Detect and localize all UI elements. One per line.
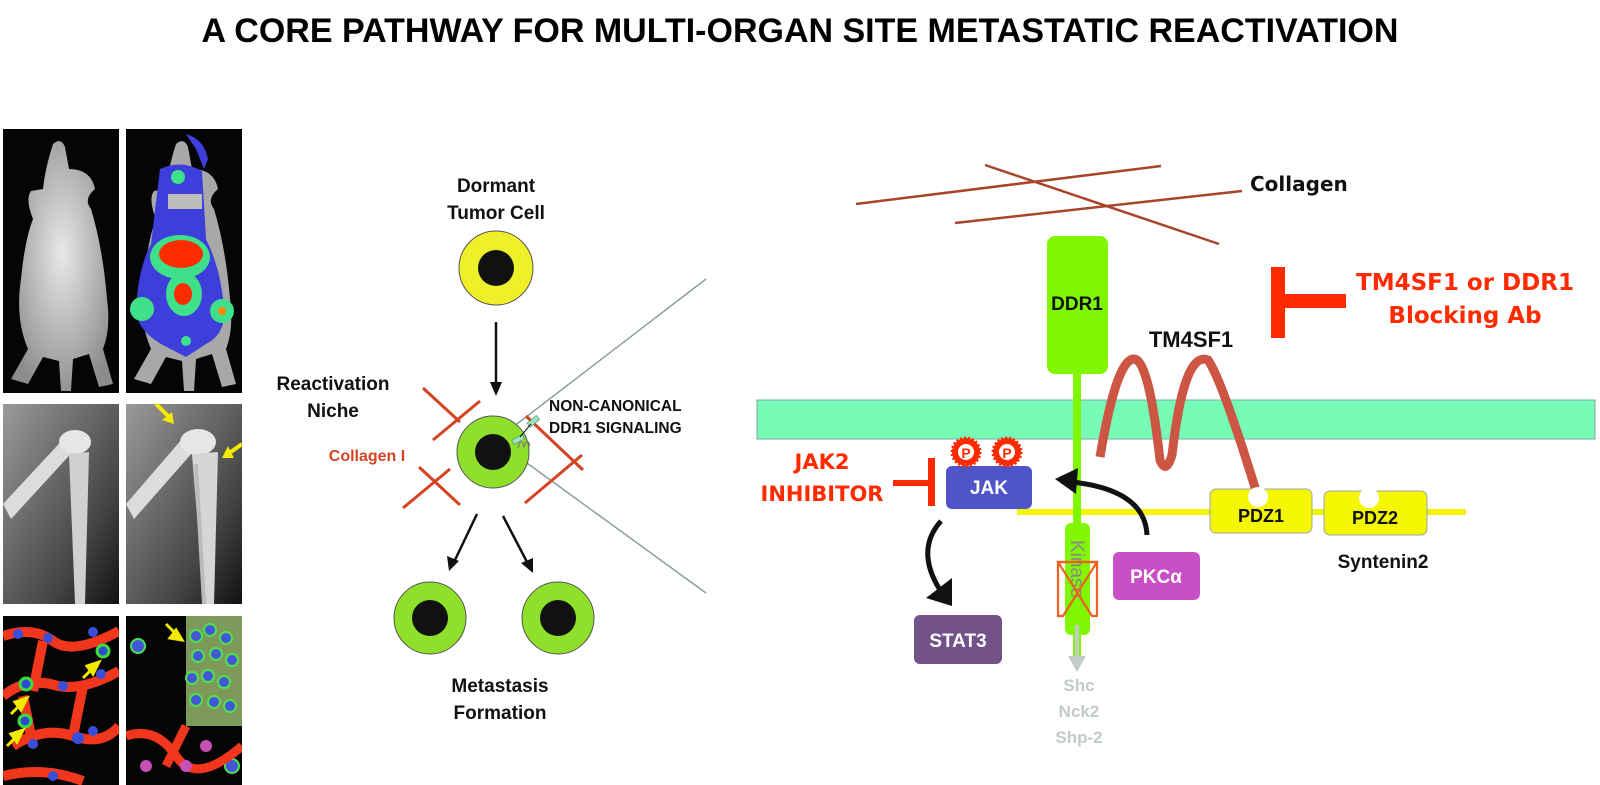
tm4sf1-protein	[1095, 354, 1262, 496]
collagen-fiber-icon	[421, 386, 481, 442]
zoom-connector-line	[519, 457, 707, 594]
lung-metastasis-tissue	[126, 616, 242, 774]
metastasis-cell	[521, 581, 595, 655]
arrow-right-down-icon	[501, 515, 533, 573]
pdz1-label: PDZ1	[1238, 506, 1284, 526]
metastasis-label-line1: Metastasis	[451, 676, 548, 697]
bioluminescence-signal	[130, 134, 236, 391]
ddr1-label: DDR1	[1051, 294, 1103, 315]
collagen-fiber-icon	[402, 465, 462, 510]
metastasis-label-line2: Formation	[454, 703, 547, 724]
jak-protein	[946, 466, 1032, 509]
syntenin2-label: Syntenin2	[1338, 552, 1429, 573]
signaling-label-line2: DDR1 SIGNALING	[549, 420, 682, 437]
jak-label: JAK	[970, 478, 1008, 499]
collagen-label: Collagen	[1250, 172, 1348, 196]
collagen-fiber-icon	[524, 414, 585, 505]
lesion-arrow-icon	[154, 404, 174, 424]
lung-tissue	[3, 626, 119, 785]
blocking-label-line2: Blocking Ab	[1388, 303, 1541, 329]
svg-text:P: P	[1002, 445, 1011, 461]
pdz1-binding-pocket	[1248, 487, 1268, 507]
metastasis-cell	[393, 581, 467, 655]
mouse-bioluminescence-image	[126, 129, 242, 393]
pdz2-label: PDZ2	[1352, 508, 1398, 528]
stat3-label: STAT3	[929, 631, 986, 652]
blocking-label-line1: TM4SF1 or DDR1	[1356, 270, 1574, 296]
ddr1-extracellular-domain	[1047, 236, 1108, 374]
svg-text:P: P	[961, 445, 970, 461]
bone-xray	[3, 404, 119, 604]
zoom-connector-line	[512, 278, 707, 428]
niche-label-line2: Niche	[307, 401, 359, 422]
stat3-protein	[914, 615, 1002, 664]
pkc-alpha-protein	[1113, 552, 1200, 600]
phospho-badge-icon: P	[991, 436, 1023, 468]
blocking-inhibitor-icon	[1271, 267, 1346, 338]
lesion-arrow-icon	[222, 442, 242, 458]
downstream-arrow-icon	[1068, 625, 1086, 672]
pkc-alpha-label: PKCα	[1130, 567, 1182, 588]
dormant-label-line2: Tumor Cell	[447, 203, 545, 224]
niche-label-line1: Reactivation	[277, 374, 390, 395]
figure-title: A CORE PATHWAY FOR MULTI-ORGAN SITE META…	[201, 12, 1399, 50]
bone-xray-lesions	[126, 404, 242, 604]
mouse-brightfield-image	[3, 129, 119, 393]
lung-if-single-cells-image	[3, 616, 119, 785]
downstream-shc: Shc	[1063, 676, 1094, 695]
tm4sf1-label: TM4SF1	[1149, 327, 1233, 352]
arrow-down-icon	[490, 322, 502, 396]
jak2-inhibitor-icon	[893, 458, 935, 506]
mouse-silhouette-icon	[11, 141, 113, 391]
pkc-to-jak-arrow-icon	[1055, 468, 1150, 536]
jak-to-stat3-arrow-icon	[925, 519, 952, 606]
signaling-label-line1: NON-CANONICAL	[549, 398, 682, 415]
dormant-label-line1: Dormant	[457, 176, 536, 197]
jak2-inhibitor-label-line1: JAK2	[793, 450, 850, 474]
lung-if-metastasis-image	[126, 616, 242, 785]
xray-control-image	[3, 404, 119, 604]
pdz2-binding-pocket	[1359, 488, 1379, 508]
downstream-nck2: Nck2	[1059, 702, 1100, 721]
reactivated-tumor-cell	[456, 415, 541, 489]
jak2-inhibitor-label-line2: INHIBITOR	[761, 482, 884, 506]
arrow-left-down-icon	[447, 513, 479, 571]
downstream-shp2: Shp-2	[1055, 728, 1102, 747]
kinase-inactive-x-icon	[1056, 560, 1099, 618]
phospho-badge-icon: P	[950, 436, 982, 468]
dormant-tumor-cell	[458, 230, 534, 306]
collagen-fibers	[855, 163, 1243, 246]
collagen-i-label: Collagen I	[329, 448, 405, 465]
ddr1-kinase-domain	[1065, 523, 1090, 635]
xray-lesion-image	[126, 404, 242, 604]
